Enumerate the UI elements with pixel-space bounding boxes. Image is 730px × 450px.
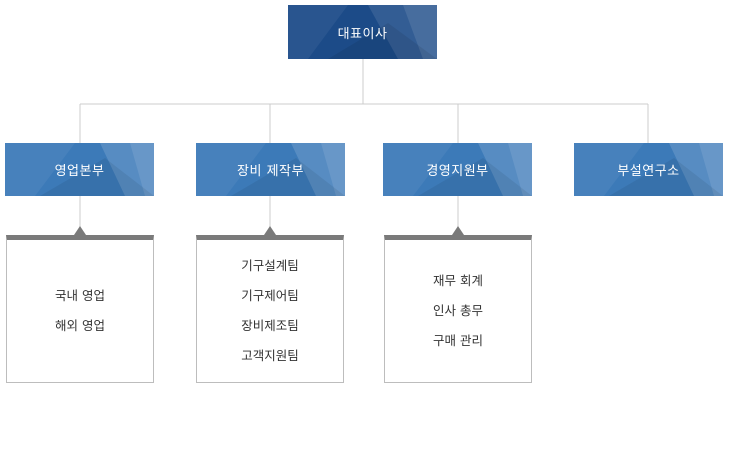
ceo-label: 대표이사 [337, 26, 388, 42]
box-facet-decoration [196, 143, 345, 196]
department-label: 부설연구소 [617, 164, 680, 179]
team-item: 기구제어팀 [241, 288, 299, 303]
team-box-manufacturing: 기구설계팀 기구제어팀 장비제조팀 고객지원팀 [196, 235, 344, 383]
box-facet-decoration [288, 5, 437, 59]
department-box-research: 부설연구소 [574, 143, 723, 196]
team-item: 기구설계팀 [241, 258, 299, 273]
department-label: 영업본부 [54, 164, 105, 179]
team-item: 인사 총무 [433, 303, 483, 318]
arrow-up-icon [264, 226, 276, 235]
arrow-up-icon [452, 226, 464, 235]
team-item: 재무 회계 [433, 273, 483, 288]
box-facet-decoration [383, 143, 532, 196]
team-item: 구매 관리 [433, 333, 483, 348]
team-box-sales: 국내 영업 해외 영업 [6, 235, 154, 383]
team-item: 고객지원팀 [241, 348, 299, 363]
team-box-management: 재무 회계 인사 총무 구매 관리 [384, 235, 532, 383]
department-box-management: 경영지원부 [383, 143, 532, 196]
team-item: 장비제조팀 [241, 318, 299, 333]
department-label: 경영지원부 [426, 164, 489, 179]
team-item: 해외 영업 [55, 318, 105, 333]
department-label: 장비 제작부 [237, 164, 304, 179]
department-box-manufacturing: 장비 제작부 [196, 143, 345, 196]
box-facet-decoration [5, 143, 154, 196]
department-box-sales: 영업본부 [5, 143, 154, 196]
ceo-box: 대표이사 [288, 5, 437, 59]
arrow-up-icon [74, 226, 86, 235]
box-facet-decoration [574, 143, 723, 196]
team-item: 국내 영업 [55, 288, 105, 303]
